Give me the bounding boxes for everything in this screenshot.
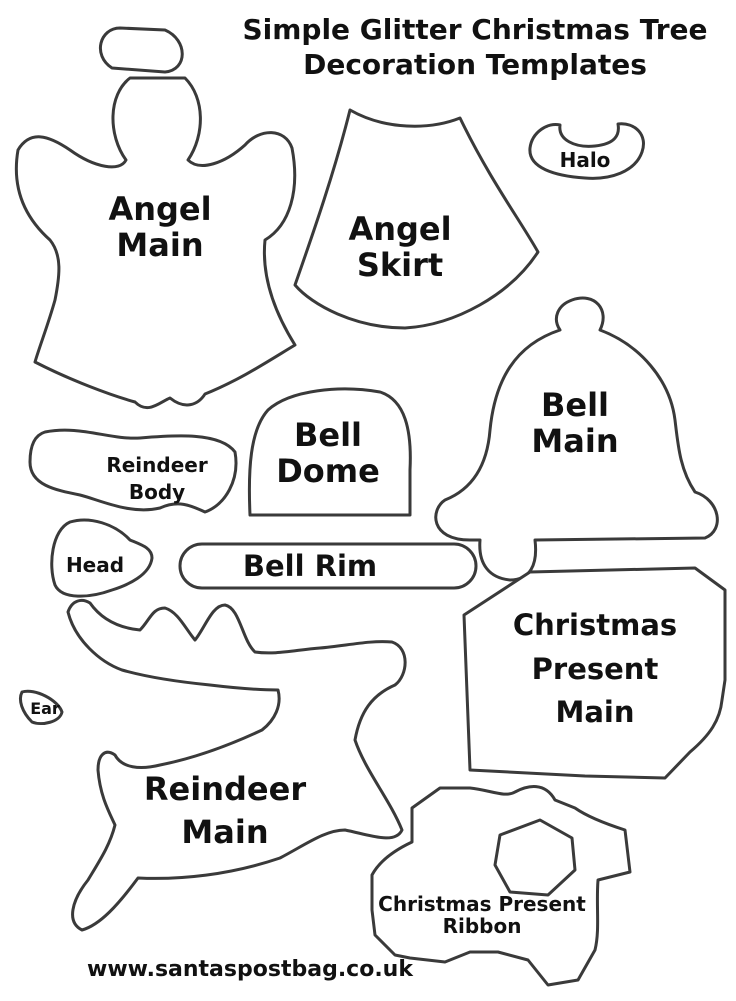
angel-skirt-label-line-2: Skirt (356, 245, 444, 284)
present-main-label-line-1: Christmas (512, 608, 678, 642)
angel-skirt-shape (293, 108, 540, 330)
footer-url[interactable]: www.santaspostbag.co.uk (87, 957, 413, 982)
head-shape (50, 518, 154, 598)
reindeer-main-label: Reindeer Main (140, 768, 310, 854)
bell-dome-label-line-1: Bell (293, 416, 363, 454)
present-ribbon-label: Christmas Present Ribbon (375, 893, 589, 938)
present-ribbon-shape (370, 785, 632, 987)
bell-main-label-line-1: Bell (540, 386, 610, 424)
reindeer-body-shape (28, 428, 238, 514)
reindeer-body-label-line-2: Body (128, 480, 186, 504)
halo-shape (528, 122, 645, 180)
reindeer-main-label-line-1: Reindeer (143, 770, 307, 808)
reindeer-main-label-line-2: Main (181, 813, 269, 852)
angel-main-shape (14, 26, 297, 410)
present-ribbon-label-line-1: Christmas Present (378, 892, 586, 916)
angel-skirt-label: Angel Skirt (340, 210, 460, 284)
title-line-2: Decoration Templates (303, 48, 647, 81)
ear-label: Ear (30, 699, 60, 718)
bell-dome-label-line-2: Dome (276, 451, 380, 490)
title-line-1: Simple Glitter Christmas Tree (242, 13, 708, 46)
present-main-label: Christmas Present Main (500, 604, 690, 735)
page-title: Simple Glitter Christmas Tree Decoration… (200, 12, 736, 82)
head-label: Head (65, 553, 125, 577)
present-ribbon-label-line-2: Ribbon (442, 914, 522, 939)
angel-main-label-line-2: Main (116, 225, 204, 264)
angel-main-label-line-1: Angel (108, 190, 212, 228)
bell-rim-shape (178, 542, 478, 590)
reindeer-body-label: Reindeer Body (92, 452, 222, 506)
angel-skirt-label-line-1: Angel (348, 210, 452, 248)
bell-dome-label: Bell Dome (268, 416, 388, 490)
angel-main-label: Angel Main (100, 190, 220, 264)
present-main-shape (462, 566, 727, 780)
ear-shape (18, 689, 64, 726)
reindeer-body-label-line-1: Reindeer (106, 453, 208, 477)
bell-main-label-line-2: Main (531, 421, 619, 460)
reindeer-main-shape (66, 598, 407, 932)
bell-main-shape (434, 296, 719, 582)
bell-main-label: Bell Main (525, 386, 625, 460)
present-main-label-line-3: Main (555, 695, 635, 729)
halo-label: Halo (559, 148, 611, 172)
bell-rim-label: Bell Rim (242, 549, 378, 583)
present-main-label-line-2: Present (531, 651, 659, 686)
bell-dome-shape (247, 387, 412, 517)
